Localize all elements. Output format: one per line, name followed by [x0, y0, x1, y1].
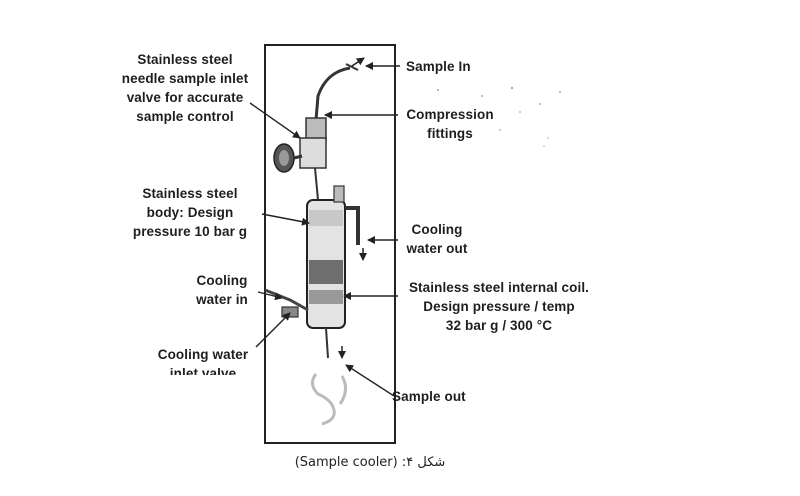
- leader-cooling-water-in: [257, 291, 283, 301]
- compression-fitting: [305, 117, 327, 141]
- needle-valve-handwheel-icon: [273, 143, 303, 173]
- label-body: Stainless steel body: Design pressure 10…: [132, 186, 248, 239]
- leader-inlet-valve: [255, 312, 291, 348]
- leader-needle-valve: [249, 102, 301, 139]
- needle-valve-body: [299, 137, 327, 169]
- label-cooling-water-inlet-valve: Cooling water inlet valve: [157, 347, 249, 375]
- label-sample-out: Sample out: [392, 389, 466, 404]
- label-cooling-water-out: Cooling water out: [406, 222, 468, 256]
- scan-noise: [437, 86, 561, 147]
- sample-inlet-tube: [314, 66, 351, 121]
- sample-out-coil-icon: [311, 373, 347, 426]
- label-compression-fittings: Compression fittings: [406, 107, 494, 141]
- cooling-water-inlet-valve: [281, 306, 299, 318]
- sample-out-tube: [325, 327, 329, 359]
- cooling-water-in-pipe: [264, 288, 309, 312]
- leader-body: [261, 213, 310, 226]
- figure-frame: [264, 44, 396, 444]
- label-internal-coil: Stainless steel internal coil. Design pr…: [408, 280, 590, 333]
- figure-caption: شکل ۴: (Sample cooler): [294, 455, 446, 470]
- cooling-water-out-pipe: [345, 206, 360, 245]
- leader-sample-out: [345, 364, 395, 397]
- label-sample-in: Sample In: [406, 59, 471, 74]
- label-cooling-water-in: Cooling water in: [196, 273, 248, 307]
- sample-in-arrow: [351, 57, 365, 67]
- label-needle-valve: Stainless steel needle sample inlet valv…: [121, 52, 249, 124]
- cooler-body: [306, 199, 346, 329]
